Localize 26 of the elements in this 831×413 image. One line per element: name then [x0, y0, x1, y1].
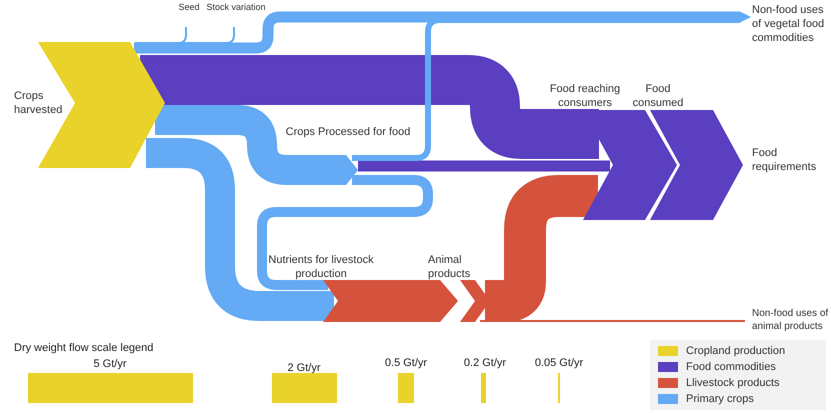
flow-band [134, 12, 751, 54]
node-label: Animal products [428, 254, 472, 282]
scale-label: Dry weight flow scale legend [14, 342, 154, 356]
node-label: Non-food uses of vegetal food commodities [752, 4, 830, 46]
node-label: Non-food uses of animal products [752, 308, 831, 333]
node-label: Food reaching consumers [548, 83, 622, 110]
scale-label: 2 Gt/yr [286, 362, 322, 376]
legend-label: Llivestock products [686, 377, 780, 389]
node-label: Seed [174, 2, 204, 14]
node-label: Crops Processed for food [284, 126, 412, 140]
node-label: Food consumed [632, 83, 684, 110]
node-label: Food requirements [752, 147, 830, 174]
legend-label: Food commodities [686, 361, 776, 373]
scale-label: 0.05 Gt/yr [534, 357, 584, 370]
legend-label: Primary crops [686, 393, 754, 405]
node-label: Crops harvested [14, 90, 64, 118]
node-label: Nutrients for livestock production [267, 254, 375, 282]
scale-label: 5 Gt/yr [92, 358, 128, 372]
flow-band [484, 175, 598, 322]
legend-label: Cropland production [686, 345, 786, 357]
flow-band [257, 175, 433, 290]
flow-band [358, 160, 610, 172]
flow-band [146, 138, 334, 321]
scale-label: 0.2 Gt/yr [462, 357, 508, 370]
flow-band [480, 320, 745, 322]
scale-label: 0.5 Gt/yr [384, 357, 428, 370]
